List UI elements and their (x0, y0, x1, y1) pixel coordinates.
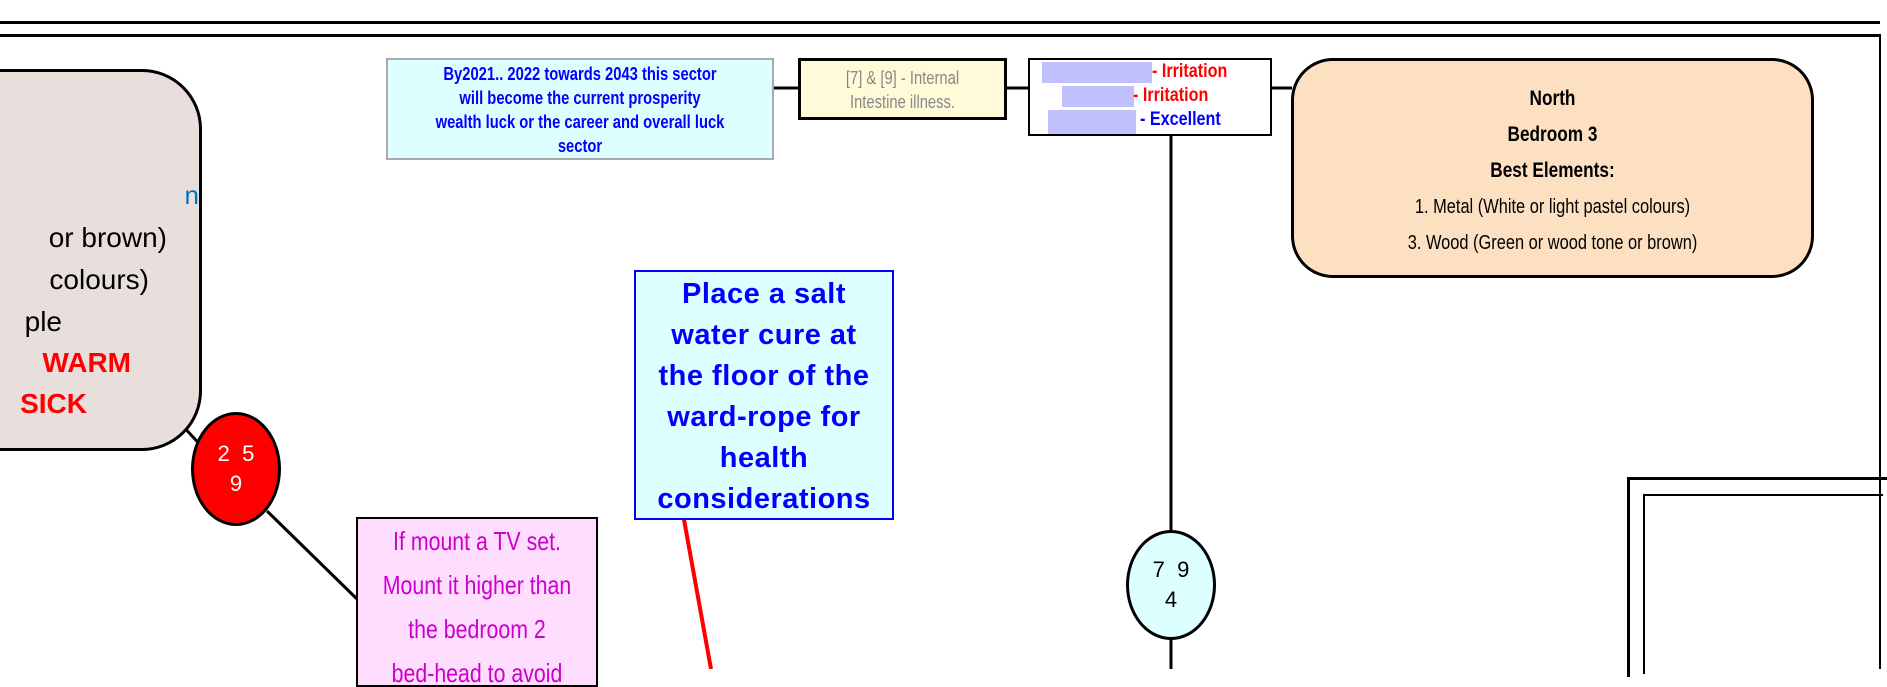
north-sector-box: North Bedroom 3 Best Elements: 1. Metal … (1291, 58, 1814, 278)
salt-note-line: ward-rope for (667, 401, 861, 433)
sector-element: 3. Wood (Green or wood tone or brown) (1407, 232, 1698, 254)
top-border-line-inner (0, 34, 1880, 37)
left-box-line: colours) (49, 264, 149, 295)
salt-cure-note-box: Place a salt water cure at the floor of … (634, 270, 894, 520)
salt-note-line: health (719, 442, 809, 474)
prosperity-note-line: sector (557, 136, 603, 156)
illness-note-line: [7] & [9] - Internal (845, 68, 960, 88)
prosperity-note-line: By2021.. 2022 towards 2043 this sector (443, 64, 717, 84)
sector-room: Bedroom 3 (1507, 123, 1598, 146)
flying-star-circle-cyan: 7 9 4 (1126, 530, 1216, 640)
flying-star-circle-red: 2 5 9 (191, 412, 281, 526)
prosperity-note-box: By2021.. 2022 towards 2043 this sector w… (386, 58, 774, 160)
salt-note-line: considerations (657, 483, 871, 515)
star-numbers-bottom: 4 (1164, 587, 1178, 612)
left-box-warning: WARM (42, 347, 131, 378)
room-outline-outer (1627, 477, 1887, 677)
ratings-box: - Irritation - Irritation - Excellent (1028, 58, 1272, 136)
rating-label: - Excellent (1140, 109, 1221, 130)
tv-note-line: the bedroom 2 (408, 614, 546, 644)
redacted-block (1042, 62, 1152, 83)
right-border-line (1879, 34, 1881, 669)
redacted-block (1062, 86, 1134, 107)
salt-note-line: Place a salt (682, 278, 846, 310)
tv-note-box: If mount a TV set. Mount it higher than … (356, 517, 598, 687)
tv-note-line: If mount a TV set. (393, 526, 561, 556)
redacted-block (1048, 110, 1136, 134)
top-border-line (0, 21, 1880, 24)
salt-note-line: water cure at (671, 319, 857, 351)
sector-direction: North (1529, 87, 1576, 110)
rating-label: - Irritation (1133, 85, 1209, 106)
tv-note-line: Mount it higher than (382, 570, 572, 600)
prosperity-note-line: wealth luck or the career and overall lu… (435, 112, 725, 132)
left-sector-box: n or brown) colours) ple WARM SICK (0, 69, 202, 451)
sector-heading: Best Elements: (1490, 159, 1615, 182)
star-numbers-bottom: 9 (229, 471, 243, 496)
star-numbers-top: 2 5 (217, 441, 255, 466)
tv-note-line: bed-head to avoid (391, 658, 563, 687)
left-box-line: ple (24, 306, 62, 337)
left-box-warning: SICK (20, 388, 87, 419)
room-outline-inner (1643, 494, 1883, 674)
left-box-line: n (184, 180, 199, 210)
illness-note-line: Intestine illness. (849, 92, 956, 112)
illness-note-box: [7] & [9] - Internal Intestine illness. (798, 58, 1007, 120)
rating-label: - Irritation (1152, 61, 1228, 82)
salt-note-line: the floor of the (658, 360, 870, 392)
sector-element: 1. Metal (White or light pastel colours) (1414, 196, 1691, 218)
star-numbers-top: 7 9 (1152, 557, 1190, 582)
left-box-line: or brown) (48, 222, 167, 253)
prosperity-note-line: will become the current prosperity (459, 88, 701, 108)
